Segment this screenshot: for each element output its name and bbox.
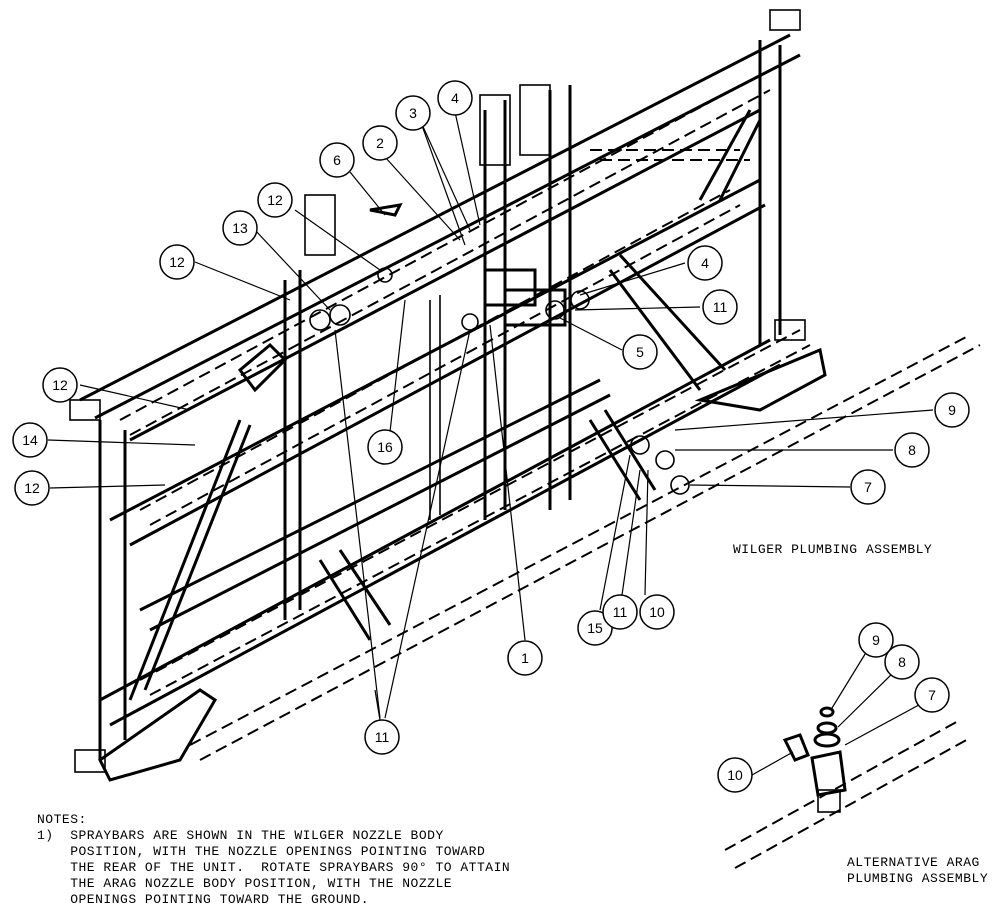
- svg-text:8: 8: [908, 442, 916, 458]
- callout-4: 4: [687, 245, 723, 281]
- svg-text:9: 9: [872, 632, 880, 648]
- svg-text:1: 1: [521, 650, 529, 666]
- callout-11: 11: [602, 594, 638, 630]
- svg-text:13: 13: [232, 220, 248, 236]
- notes-line: THE ARAG NOZZLE BODY POSITION, WITH THE …: [37, 876, 452, 891]
- callout-2: 2: [362, 125, 398, 161]
- callout-12: 12: [257, 182, 293, 218]
- callout-13: 13: [222, 210, 258, 246]
- callout-5: 5: [622, 334, 658, 370]
- svg-text:16: 16: [377, 439, 393, 455]
- notes-block: NOTES: 1) SPRAYBARS ARE SHOWN IN THE WIL…: [37, 812, 510, 907]
- svg-text:12: 12: [24, 480, 40, 496]
- notes-heading: NOTES:: [37, 812, 87, 827]
- svg-text:7: 7: [928, 687, 936, 703]
- svg-text:4: 4: [701, 255, 709, 271]
- wilger-label: WILGER PLUMBING ASSEMBLY: [733, 542, 932, 557]
- callout-9: 9: [858, 622, 894, 658]
- svg-text:11: 11: [713, 299, 728, 315]
- callout-1: 1: [507, 640, 543, 676]
- spraybars: [119, 74, 981, 761]
- callout-11: 11: [702, 289, 738, 325]
- callout-9: 9: [934, 392, 970, 428]
- svg-text:10: 10: [649, 604, 665, 620]
- svg-text:12: 12: [52, 377, 68, 393]
- callouts-main: 12 6 2 3 4 13 12 4 11 5 12 14 16 12 9 8 …: [12, 80, 970, 755]
- callout-14: 14: [12, 422, 48, 458]
- callout-7: 7: [914, 677, 950, 713]
- callout-7: 7: [850, 469, 886, 505]
- callout-10: 10: [717, 757, 753, 793]
- notes-line: THE REAR OF THE UNIT. ROTATE SPRAYBARS 9…: [37, 860, 510, 875]
- callout-8: 8: [884, 644, 920, 680]
- callouts-arag: 9 8 7 10: [717, 622, 950, 793]
- svg-text:5: 5: [636, 344, 644, 360]
- arag-label-line1: ALTERNATIVE ARAG: [847, 855, 980, 870]
- callout-11: 11: [364, 719, 400, 755]
- callout-3: 3: [395, 95, 431, 131]
- svg-text:10: 10: [727, 767, 743, 783]
- notes-line: POSITION, WITH THE NOZZLE OPENINGS POINT…: [37, 844, 485, 859]
- svg-text:14: 14: [22, 432, 38, 448]
- svg-text:11: 11: [375, 729, 390, 745]
- notes-line: OPENINGS POINTING TOWARD THE GROUND.: [37, 892, 369, 907]
- notes-line: 1) SPRAYBARS ARE SHOWN IN THE WILGER NOZ…: [37, 828, 444, 843]
- svg-text:4: 4: [451, 90, 459, 106]
- arag-inset: [724, 645, 971, 869]
- callout-12: 12: [42, 367, 78, 403]
- svg-text:3: 3: [409, 105, 417, 121]
- svg-text:12: 12: [267, 192, 283, 208]
- svg-text:9: 9: [948, 402, 956, 418]
- svg-text:11: 11: [613, 604, 628, 620]
- callout-12: 12: [14, 470, 50, 506]
- callout-12: 12: [159, 244, 195, 280]
- arag-label-line2: PLUMBING ASSEMBLY: [847, 871, 988, 886]
- main-frame: [69, 9, 827, 782]
- svg-text:2: 2: [376, 135, 384, 151]
- svg-text:12: 12: [169, 254, 185, 270]
- leader-lines: [47, 111, 934, 721]
- svg-text:15: 15: [587, 620, 603, 636]
- callout-4: 4: [437, 80, 473, 116]
- svg-text:6: 6: [333, 152, 341, 168]
- callout-10: 10: [639, 594, 675, 630]
- svg-text:8: 8: [898, 654, 906, 670]
- svg-text:7: 7: [864, 479, 872, 495]
- callout-8: 8: [894, 432, 930, 468]
- callout-15: 15: [577, 610, 613, 646]
- callout-16: 16: [367, 429, 403, 465]
- callout-6: 6: [319, 142, 355, 178]
